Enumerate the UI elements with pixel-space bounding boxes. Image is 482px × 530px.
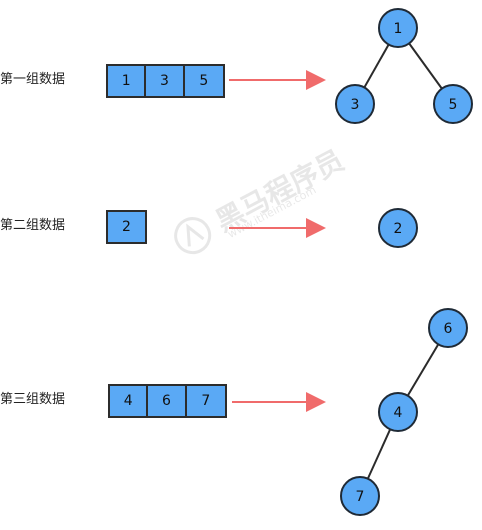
array-cell: 2 (122, 219, 131, 235)
tree-1-root-node: 1 (378, 8, 418, 48)
group-2-array: 2 (106, 210, 147, 244)
watermark: 黑马程序员 www.itheima.com (161, 111, 392, 272)
watermark-logo-icon (174, 217, 212, 255)
tree-1-left-node: 3 (335, 84, 375, 124)
node-label: 6 (444, 321, 453, 337)
node-label: 5 (449, 97, 458, 113)
array-cell: 3 (146, 66, 185, 96)
node-label: 7 (356, 489, 365, 505)
array-cell: 1 (108, 66, 147, 96)
group-3-array: 4 6 7 (108, 384, 227, 418)
group-1-array: 1 3 5 (106, 64, 225, 98)
array-cell: 7 (201, 393, 211, 409)
group-2-label: 第二组数据 (0, 218, 66, 233)
tree-2-root-node: 2 (378, 208, 418, 248)
group-1-label: 第一组数据 (0, 72, 66, 87)
tree-1-right-node: 5 (433, 84, 473, 124)
node-label: 1 (394, 21, 403, 37)
tree-3-bottom-node: 7 (340, 476, 380, 516)
array-cell: 5 (199, 73, 209, 89)
tree-3-middle-node: 4 (378, 392, 418, 432)
tree-3-top-node: 6 (428, 308, 468, 348)
node-label: 2 (394, 221, 403, 237)
array-cell: 4 (110, 386, 149, 416)
node-label: 3 (351, 97, 360, 113)
node-label: 4 (394, 405, 403, 421)
group-3-label: 第三组数据 (0, 392, 66, 407)
array-cell: 6 (148, 386, 187, 416)
